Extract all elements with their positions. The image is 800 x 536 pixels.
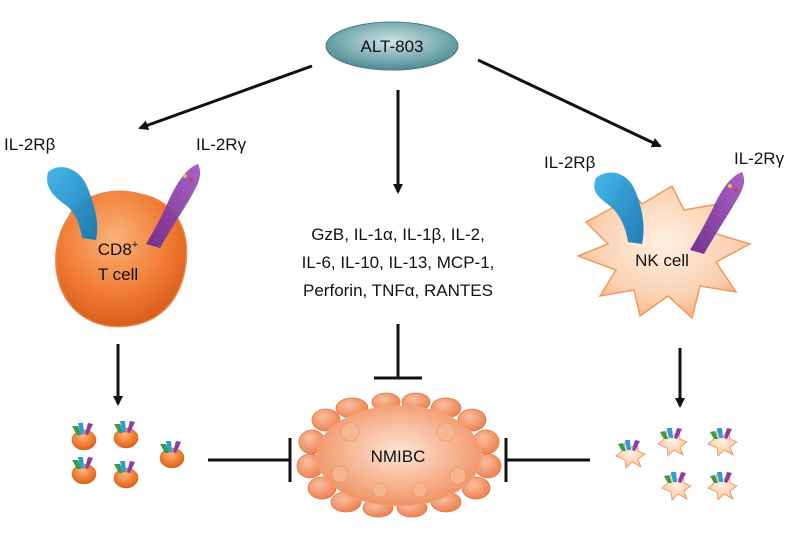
inhibition-t-cells-to-tumor	[208, 438, 292, 482]
cytokine-line-1: GzB, IL-1α, IL-1β, IL-2,	[311, 225, 485, 244]
nmibc-tumor: NMIBC	[296, 392, 502, 518]
expanded-nk-cells	[615, 427, 738, 501]
arrow-to-nk-cell	[477, 58, 662, 148]
il2rg-receptor-right	[690, 172, 745, 254]
cytokine-line-3: Perforin, TNFα, RANTES	[303, 281, 493, 300]
il2rb-label-left: IL-2Rβ	[4, 135, 56, 154]
cd8-t-cell: CD8+ T cell	[47, 164, 201, 328]
cd8-label: CD8	[98, 240, 132, 259]
il2rb-label-right: IL-2Rβ	[544, 153, 596, 172]
nmibc-label: NMIBC	[371, 447, 426, 466]
nk-cell: NK cell	[575, 172, 752, 320]
arrow-to-cd8-cell	[138, 64, 313, 130]
il2rg-label-left: IL-2Rγ	[196, 135, 247, 154]
t-cell-label: T cell	[98, 265, 138, 284]
expanded-t-cells	[71, 420, 185, 489]
nk-cell-label: NK cell	[635, 251, 689, 270]
svg-text:CD8+: CD8+	[98, 239, 138, 259]
cytokine-list: GzB, IL-1α, IL-1β, IL-2, IL-6, IL-10, IL…	[302, 225, 495, 300]
cd8-superscript: +	[132, 239, 138, 251]
il2rb-receptor-left	[47, 167, 98, 240]
alt-803-label: ALT-803	[360, 37, 423, 56]
il2rb-receptor-right	[594, 172, 644, 244]
il2rg-label-right: IL-2Rγ	[734, 149, 785, 168]
il2rg-receptor-left	[146, 164, 201, 248]
inhibition-cytokines-to-tumor	[374, 324, 422, 380]
cytokine-line-2: IL-6, IL-10, IL-13, MCP-1,	[302, 253, 495, 272]
alt-803-node: ALT-803	[325, 21, 459, 71]
inhibition-nk-cells-to-tumor	[504, 438, 590, 482]
